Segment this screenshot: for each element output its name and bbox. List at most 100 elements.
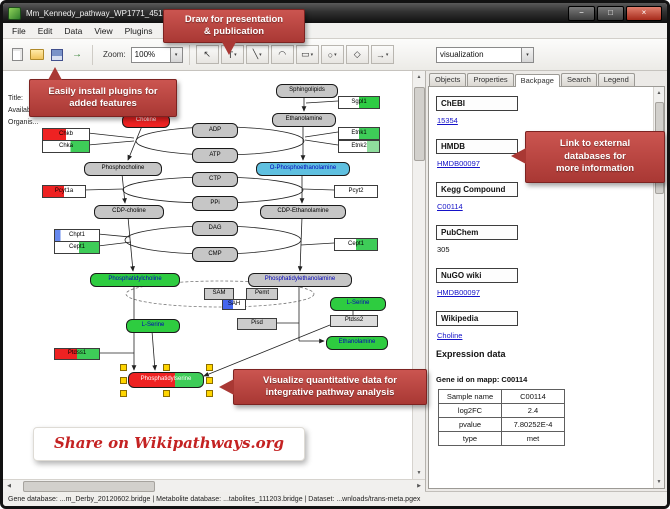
toolbar-separator — [188, 44, 190, 65]
backpage-link[interactable]: 15354 — [437, 116, 458, 125]
pathway-node[interactable]: ATP — [192, 148, 238, 163]
connector-tool[interactable]: →▾ — [370, 45, 394, 64]
scroll-down-icon[interactable]: ▼ — [416, 470, 422, 476]
hscroll-thumb[interactable] — [23, 481, 155, 492]
canvas-horizontal-scrollbar[interactable]: ◀ ▶ — [3, 479, 425, 492]
scroll-up-icon[interactable]: ▲ — [656, 90, 662, 96]
table-cell: pvalue — [438, 417, 502, 432]
menu-edit[interactable]: Edit — [37, 25, 53, 36]
pathway-node[interactable]: DAG — [192, 221, 238, 236]
new-file-button[interactable] — [8, 46, 26, 64]
rect-tool[interactable]: ▭▾ — [295, 45, 319, 64]
scroll-down-icon[interactable]: ▼ — [656, 479, 662, 485]
pathway-node[interactable]: Sgpl1 — [338, 96, 380, 109]
selection-handle[interactable] — [120, 390, 127, 397]
selection-handle[interactable] — [163, 390, 170, 397]
callout-text: Visualize quantitative data for integrat… — [263, 374, 397, 398]
maximize-button[interactable]: □ — [597, 5, 624, 21]
pathway-info-label: Organis... — [8, 119, 39, 126]
vscroll-thumb[interactable] — [414, 87, 425, 161]
selection-handle[interactable] — [163, 364, 170, 371]
pathway-node[interactable]: CMP — [192, 247, 238, 262]
pathway-node[interactable]: Ethanolamine — [326, 336, 388, 350]
vscroll-track[interactable] — [413, 83, 425, 467]
select-tool[interactable]: ↖ — [195, 45, 219, 64]
pathway-node[interactable]: L-Serine — [126, 319, 180, 333]
pathway-node[interactable]: Pcyt2 — [334, 185, 378, 198]
pathway-node[interactable]: Phosphatidylethanolamine — [248, 273, 352, 287]
pathway-node[interactable]: Ptdss1 — [54, 348, 100, 360]
table-cell: log2FC — [438, 403, 502, 418]
pathway-node[interactable]: Ptdss2 — [330, 315, 378, 327]
backpage-link[interactable]: Choline — [437, 331, 463, 340]
menu-plugins[interactable]: Plugins — [124, 25, 153, 36]
pathway-node[interactable]: PPi — [192, 196, 238, 211]
pathway-node[interactable]: Phosphatidylserine — [128, 372, 204, 388]
pathway-node[interactable]: Chka — [42, 140, 90, 153]
pathway-node[interactable]: Sphingolipids — [276, 84, 338, 98]
menu-data[interactable]: Data — [64, 25, 83, 36]
selection-handle[interactable] — [206, 377, 213, 384]
pathway-node[interactable]: CDP-choline — [94, 205, 164, 219]
backpage-link[interactable]: HMDB00097 — [437, 288, 480, 297]
selection-handle[interactable] — [120, 364, 127, 371]
oval-tool[interactable]: ○▾ — [320, 45, 344, 64]
pathway-node[interactable]: Pemt — [246, 288, 278, 300]
minimize-button[interactable]: − — [568, 5, 595, 21]
backpage-link[interactable]: C00114 — [437, 202, 463, 211]
pathway-node[interactable]: Cept1 — [54, 241, 100, 254]
tab-objects[interactable]: Objects — [429, 73, 467, 86]
open-file-button[interactable] — [28, 46, 46, 64]
backpage-link[interactable]: HMDB00097 — [437, 159, 480, 168]
table-cell: type — [438, 431, 502, 446]
selection-handle[interactable] — [206, 390, 213, 397]
expression-data-title: Expression data — [436, 349, 506, 359]
pathway-edges-svg — [83, 96, 354, 377]
pathway-node[interactable]: SAM — [204, 288, 234, 300]
save-file-button[interactable] — [48, 46, 66, 64]
export-button[interactable]: → — [68, 46, 86, 64]
backpage-section-header: Kegg Compound — [436, 182, 518, 197]
pathway-node[interactable]: Etnk1 — [338, 127, 380, 140]
pathway-node[interactable]: Pisd — [237, 318, 277, 330]
pathway-node[interactable]: Ethanolamine — [272, 113, 336, 127]
diamond-tool[interactable]: ◇ — [345, 45, 369, 64]
pathway-node[interactable]: Phosphocholine — [84, 162, 162, 176]
canvas-vertical-scrollbar[interactable]: ▲ ▼ — [412, 71, 425, 479]
pathway-node[interactable]: Phosphatidylcholine — [90, 273, 180, 287]
pathway-edges — [83, 96, 354, 377]
line-tool[interactable]: ╲▾ — [245, 45, 269, 64]
scroll-up-icon[interactable]: ▲ — [416, 74, 422, 80]
hscroll-track[interactable] — [15, 480, 413, 492]
arc-tool[interactable]: ◠ — [270, 45, 294, 64]
pathway-node[interactable]: SAH — [222, 299, 246, 310]
scroll-left-icon[interactable]: ◀ — [7, 483, 11, 489]
pathway-node[interactable]: Pcyt1a — [42, 185, 86, 198]
pathway-node[interactable]: ADP — [192, 123, 238, 138]
scroll-right-icon[interactable]: ▶ — [417, 483, 421, 489]
selection-handle[interactable] — [206, 364, 213, 371]
tab-properties[interactable]: Properties — [467, 73, 514, 86]
gene-id-line: Gene id on mapp: C00114 — [436, 375, 528, 384]
close-button[interactable]: × — [626, 5, 662, 21]
tab-search[interactable]: Search — [560, 73, 597, 86]
pathway-node[interactable]: Cept1 — [334, 238, 378, 251]
pathway-node[interactable]: CDP-Ethanolamine — [260, 205, 346, 219]
window-title: Mm_Kennedy_pathway_WP1771_45176.gp... — [26, 8, 190, 18]
zoom-combobox[interactable]: 100% ▾ — [130, 46, 183, 63]
tab-legend[interactable]: Legend — [597, 73, 635, 86]
chevron-down-icon[interactable]: ▾ — [521, 47, 533, 62]
pathway-node[interactable]: Etnk2 — [338, 140, 380, 153]
selection-handle[interactable] — [120, 377, 127, 384]
menu-file[interactable]: File — [12, 25, 26, 36]
visualization-combobox[interactable]: visualization ▾ — [436, 46, 534, 63]
pathway-node[interactable]: L-Serine — [330, 297, 386, 311]
select-tool-icon: ↖ — [203, 49, 211, 59]
pathway-node[interactable]: O-Phosphoethanolamine — [256, 162, 350, 176]
pathway-node[interactable]: CTP — [192, 172, 238, 187]
tab-backpage[interactable]: Backpage — [514, 74, 560, 87]
menu-view[interactable]: View — [94, 25, 113, 36]
chevron-down-icon[interactable]: ▾ — [169, 47, 182, 62]
